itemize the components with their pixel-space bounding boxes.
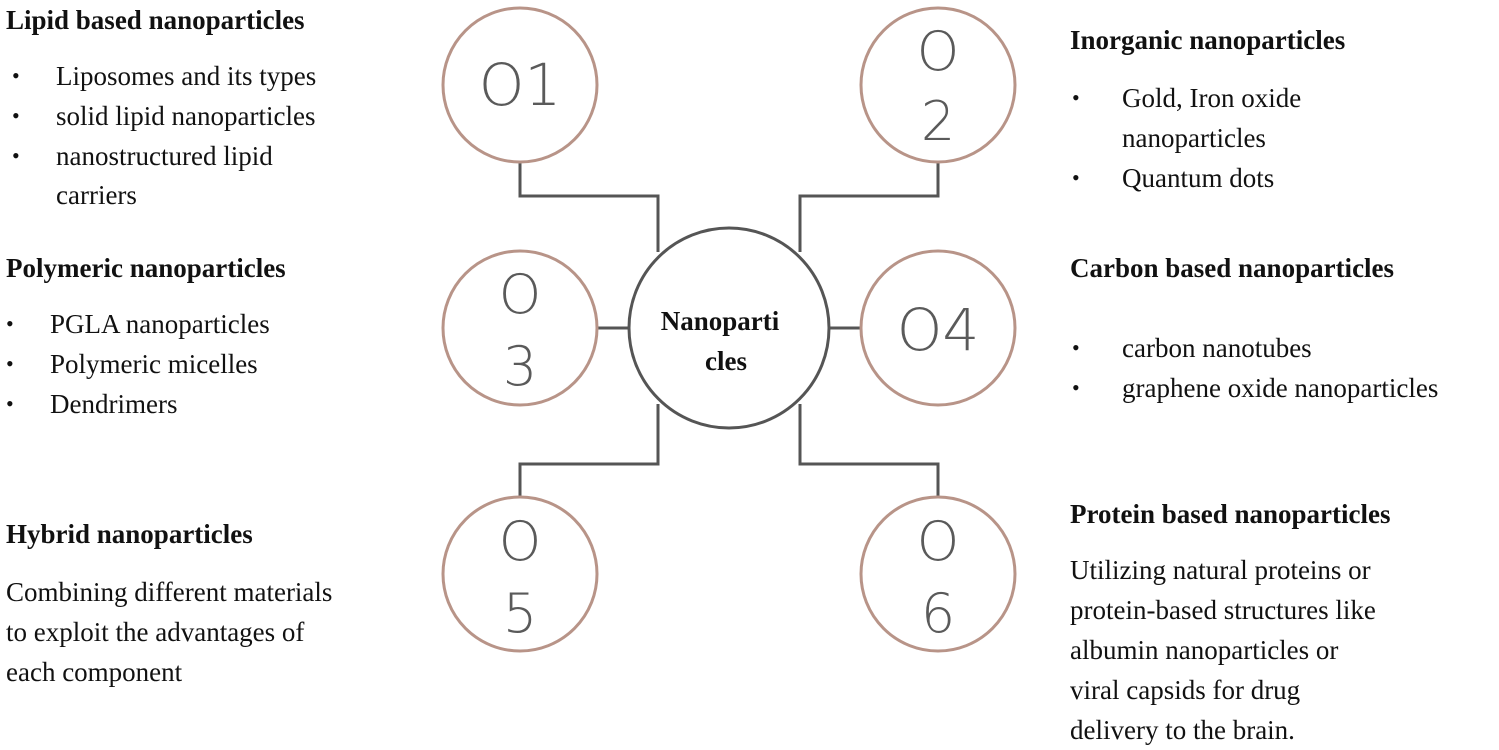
circle-05-number: 5 xyxy=(503,582,537,645)
circle-04-label: O4 xyxy=(897,296,980,364)
circle-03-top: O xyxy=(499,263,542,326)
connector-01 xyxy=(518,162,660,252)
list-item: •Dendrimers xyxy=(6,389,178,419)
lipid-heading: Lipid based nanoparticles xyxy=(6,5,305,35)
circle-06-number: 6 xyxy=(921,582,955,645)
list-item: •carbon nanotubes xyxy=(1072,333,1312,363)
section-inorganic: Inorganic nanoparticles •Gold, Iron oxid… xyxy=(1070,24,1345,198)
circle-02-top: O xyxy=(917,20,960,83)
list-item: •nanostructured lipid xyxy=(12,141,273,171)
center-label-line1: Nanoparti xyxy=(661,306,780,336)
section-polymeric: Polymeric nanoparticles •PGLA nanopartic… xyxy=(6,252,286,424)
lipid-list: •Liposomes and its types •solid lipid na… xyxy=(6,56,316,214)
inorganic-heading: Inorganic nanoparticles xyxy=(1070,25,1346,55)
inorganic-list: •Gold, Iron oxide nanoparticles •Quantum… xyxy=(1070,78,1345,198)
circle-06-top: O xyxy=(917,510,960,573)
section-lipid: Lipid based nanoparticles •Liposomes and… xyxy=(6,4,316,214)
circle-03-number: 3 xyxy=(503,335,537,398)
circle-02-number: 2 xyxy=(921,90,955,153)
circle-01-label: O1 xyxy=(479,51,562,119)
list-item: •PGLA nanoparticles xyxy=(6,309,270,339)
circle-01: O1 xyxy=(441,6,599,164)
carbon-heading: Carbon based nanoparticles xyxy=(1070,253,1395,283)
connector-06 xyxy=(798,404,940,498)
list-item-continuation: carriers xyxy=(56,180,137,210)
list-item: •Liposomes and its types xyxy=(12,61,317,91)
hybrid-heading: Hybrid nanoparticles xyxy=(6,519,253,549)
list-item: •graphene oxide nanoparticles xyxy=(1072,373,1439,403)
protein-heading: Protein based nanoparticles xyxy=(1070,499,1391,529)
circle-05: O 5 xyxy=(441,495,599,653)
list-item-continuation: nanoparticles xyxy=(1122,123,1266,153)
protein-description: Utilizing natural proteins or protein-ba… xyxy=(1070,555,1376,745)
circle-04: O4 xyxy=(859,249,1017,407)
circle-03: O 3 xyxy=(441,249,599,407)
connector-05 xyxy=(518,404,660,498)
list-item: •solid lipid nanoparticles xyxy=(12,101,316,131)
list-item: •Polymeric micelles xyxy=(6,349,258,379)
list-item: •Quantum dots xyxy=(1072,163,1275,193)
circle-06: O 6 xyxy=(859,495,1017,653)
polymeric-list: •PGLA nanoparticles •Polymeric micelles … xyxy=(6,304,286,424)
circle-02: O 2 xyxy=(859,6,1017,164)
list-item: •Gold, Iron oxide xyxy=(1072,83,1302,113)
carbon-list: •carbon nanotubes •graphene oxide nanopa… xyxy=(1070,328,1438,408)
hybrid-description: Combining different materials to exploit… xyxy=(6,577,333,687)
connector-02 xyxy=(798,162,940,252)
section-carbon: Carbon based nanoparticles •carbon nanot… xyxy=(1070,252,1438,408)
connectors xyxy=(518,162,940,498)
polymeric-heading: Polymeric nanoparticles xyxy=(6,253,286,283)
center-node: Nanoparti cles xyxy=(627,226,831,430)
section-hybrid: Hybrid nanoparticles Combining different… xyxy=(6,518,332,692)
section-protein: Protein based nanoparticles Utilizing na… xyxy=(1070,498,1391,750)
circle-05-top: O xyxy=(499,510,542,573)
center-label-line2: cles xyxy=(705,346,747,376)
